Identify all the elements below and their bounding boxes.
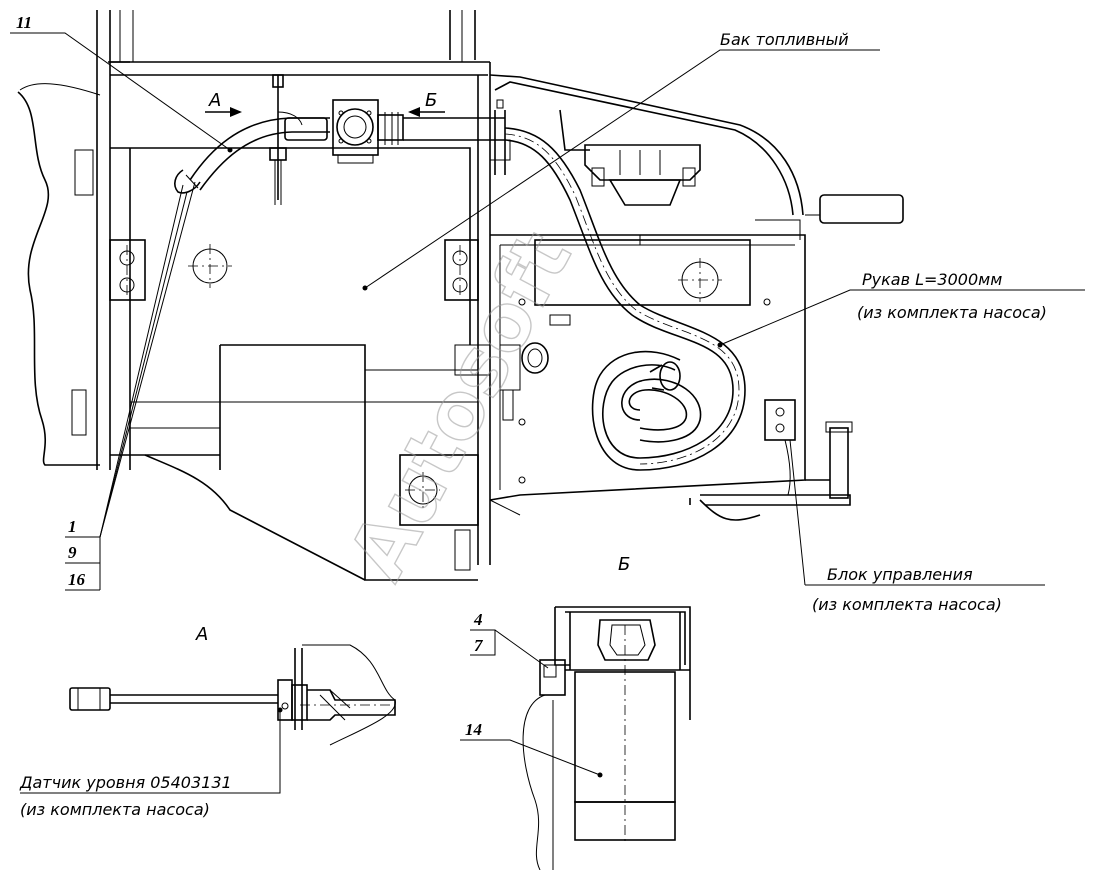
label-tank: Бак топливный [720,30,849,49]
detail-view-b [522,606,691,870]
position-14: 14 [465,720,482,739]
label-level-sensor: Датчик уровня 05403131 [19,773,232,792]
pump-compartment [489,74,904,521]
chassis-left [17,83,101,466]
sensor-top [269,74,303,205]
position-16: 16 [68,570,86,589]
position-11: 11 [16,13,32,32]
view-arrow-b: Б [425,90,437,111]
view-arrow-a: А [208,90,221,111]
view-arrows [205,107,445,117]
position-7: 7 [474,636,484,655]
watermark: Autosoft [332,218,589,594]
label-hose: Рукав L=3000мм [862,270,1002,289]
position-1: 1 [68,517,77,536]
hose-coil [504,127,746,471]
label-control-note: (из комплекта насоса) [812,595,1002,614]
position-9: 9 [68,543,77,562]
view-title-b: Б [618,554,630,575]
view-title-a: А [195,624,208,645]
position-4: 4 [473,610,483,629]
label-hose-note: (из комплекта насоса) [857,303,1047,322]
detail-view-a [69,644,396,746]
label-control-unit: Блок управления [827,565,973,584]
label-sensor-note: (из комплекта насоса) [20,800,210,819]
fuel-line [174,99,511,194]
leader-lines [10,32,1085,794]
